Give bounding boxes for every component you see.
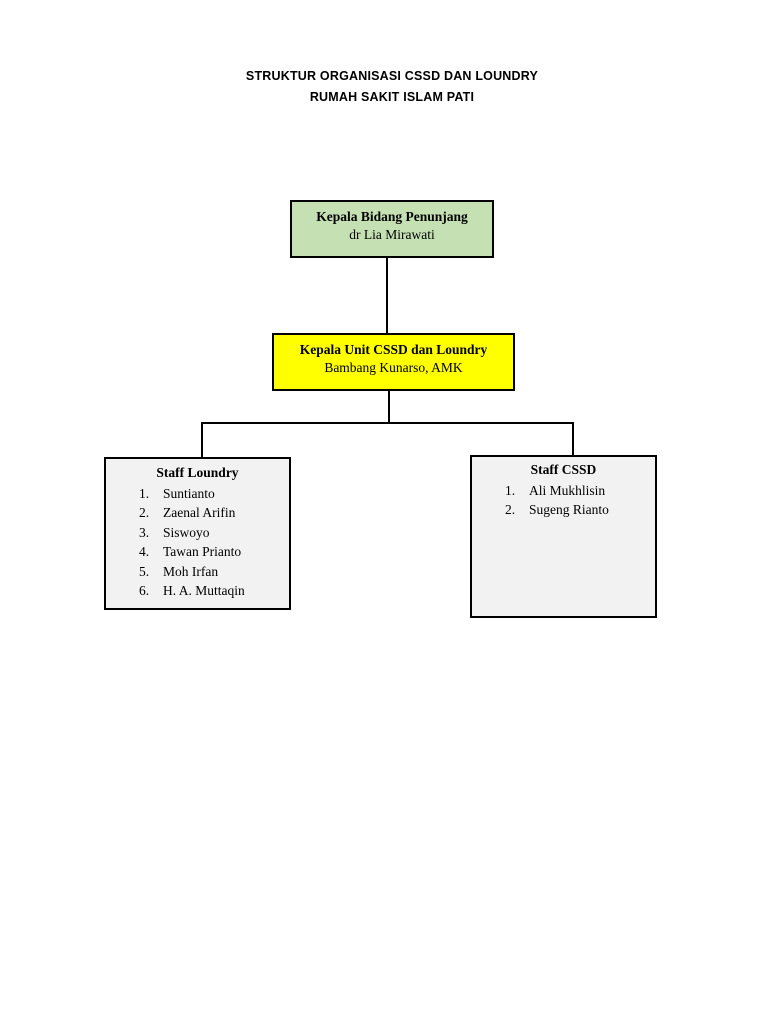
- list-item: 1. Suntianto: [139, 484, 289, 503]
- staff-cssd-list: 1. Ali Mukhlisin 2. Sugeng Rianto: [472, 481, 655, 520]
- list-number: 1.: [505, 483, 516, 498]
- list-item: 6. H. A. Muttaqin: [139, 581, 289, 600]
- node-title: Staff Loundry: [156, 465, 239, 480]
- node-kepala-bidang-penunjang: Kepala Bidang Penunjang dr Lia Mirawati: [290, 200, 494, 258]
- list-number: 5.: [139, 563, 150, 579]
- staff-name: Moh Irfan: [163, 563, 219, 579]
- list-item: 3. Siswoyo: [139, 523, 289, 542]
- staff-name: H. A. Muttaqin: [163, 583, 245, 599]
- node-staff-loundry: Staff Loundry 1. Suntianto 2. Zaenal Arifi…: [104, 457, 291, 610]
- list-item: 1. Ali Mukhlisin: [505, 481, 655, 500]
- staff-name: Ali Mukhlisin: [529, 483, 606, 498]
- node-staff-cssd: Staff CSSD 1. Ali Mukhlisin 2. Sugeng Rian…: [470, 455, 657, 618]
- connector-to-staff-loundry: [201, 422, 203, 458]
- list-number: 2.: [139, 505, 150, 521]
- staff-name: Zaenal Arifin: [163, 505, 236, 521]
- list-number: 2.: [505, 502, 516, 518]
- staff-loundry-list: 1. Suntianto 2. Zaenal Arifin 3. Siswoyo 4.…: [106, 484, 289, 600]
- connector-head-to-unit: [386, 258, 388, 334]
- chart-subtitle: RUMAH SAKIT ISLAM PATI: [309, 90, 475, 104]
- list-number: 3.: [139, 524, 150, 540]
- chart-title: STRUKTUR ORGANISASI CSSD DAN LOUNDRY: [245, 69, 539, 83]
- staff-name: Siswoyo: [163, 524, 210, 540]
- list-number: 6.: [139, 583, 150, 599]
- connector-unit-down: [388, 391, 390, 424]
- list-number: 1.: [139, 486, 150, 501]
- staff-name: Suntianto: [163, 486, 215, 501]
- node-kepala-unit: Kepala Unit CSSD dan Loundry Bambang Kun…: [272, 333, 515, 391]
- staff-name: Tawan Prianto: [163, 544, 242, 560]
- node-person-name: dr Lia Mirawati: [349, 227, 435, 242]
- connector-horizontal: [201, 422, 574, 424]
- connector-to-staff-cssd: [572, 422, 574, 456]
- list-number: 4.: [139, 544, 150, 560]
- node-position: Kepala Bidang Penunjang: [316, 209, 468, 224]
- list-item: 2. Sugeng Rianto: [505, 500, 655, 519]
- node-position: Kepala Unit CSSD dan Loundry: [299, 342, 488, 357]
- staff-name: Sugeng Rianto: [529, 502, 609, 518]
- list-item: 5. Moh Irfan: [139, 562, 289, 581]
- list-item: 4. Tawan Prianto: [139, 542, 289, 561]
- node-person-name: Bambang Kunarso, AMK: [324, 360, 463, 375]
- node-title: Staff CSSD: [530, 462, 597, 477]
- list-item: 2. Zaenal Arifin: [139, 503, 289, 522]
